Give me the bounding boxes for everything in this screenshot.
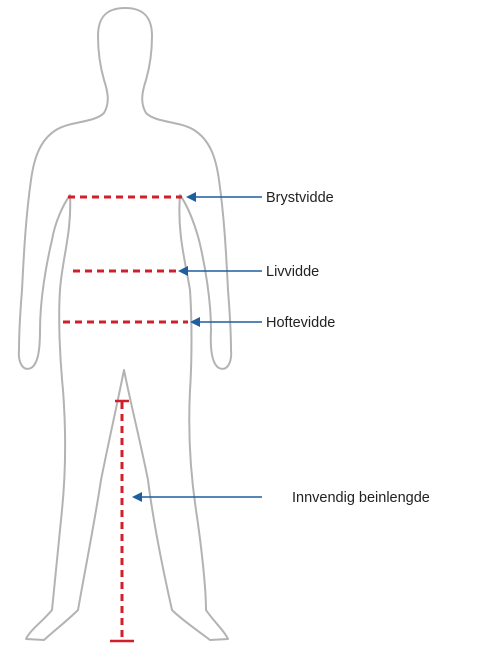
measurement-labels: Brystvidde Livvidde Hoftevidde Innvendig… — [266, 190, 430, 506]
waist-label: Livvidde — [266, 264, 319, 280]
hip-label: Hoftevidde — [266, 315, 335, 331]
inseam-label: Innvendig beinlengde — [292, 490, 430, 506]
hip-pointer-arrow — [190, 317, 262, 327]
measurement-lines — [63, 197, 188, 641]
chest-pointer-arrow — [186, 192, 262, 202]
chest-label: Brystvidde — [266, 190, 334, 206]
waist-pointer-arrow — [178, 266, 262, 276]
pointer-arrows — [132, 192, 262, 502]
